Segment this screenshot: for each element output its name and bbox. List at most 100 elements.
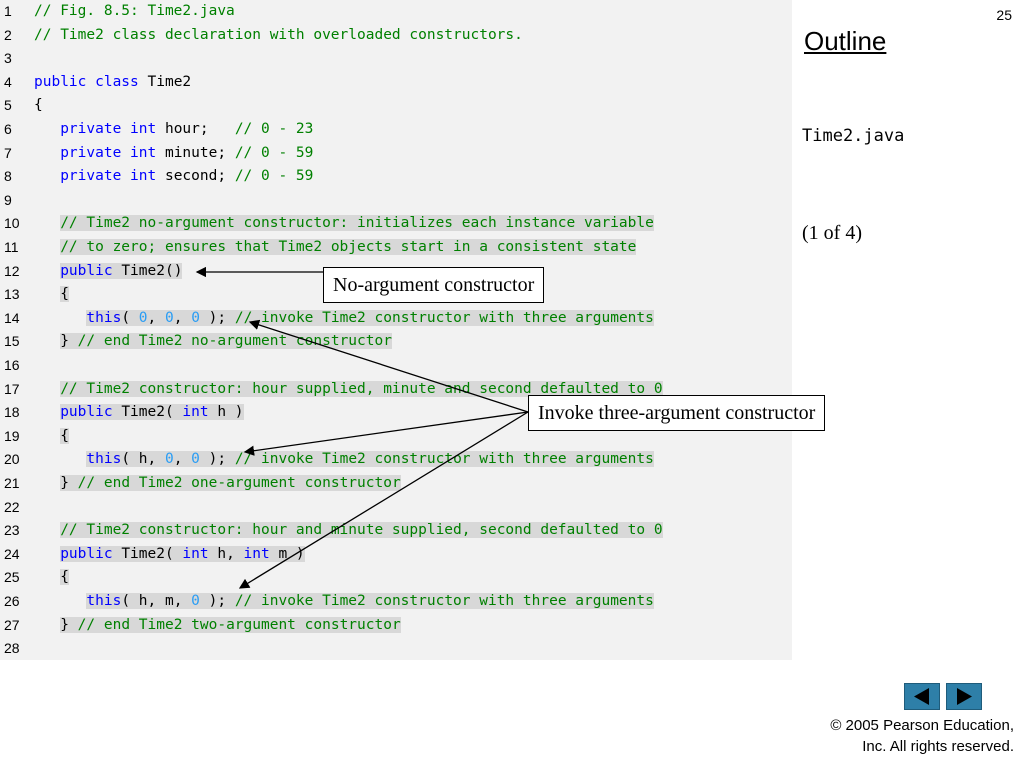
code-token: this — [86, 309, 122, 326]
code-token — [34, 404, 60, 420]
code-text: public Time2() — [34, 260, 183, 283]
code-text: { — [34, 566, 69, 589]
code-token: ); — [199, 451, 235, 468]
line-number: 25 — [4, 569, 20, 586]
code-token: int — [182, 404, 218, 421]
line-number: 16 — [4, 357, 20, 373]
code-token — [34, 381, 60, 397]
code-text: // Time2 class declaration with overload… — [34, 24, 523, 47]
code-text: { — [34, 283, 69, 306]
code-token — [34, 215, 60, 231]
outline-link[interactable]: Outline — [804, 26, 887, 56]
code-text: private int minute; // 0 - 59 — [34, 142, 313, 165]
line-number: 27 — [4, 616, 20, 633]
code-token — [34, 145, 60, 161]
copyright-line-1: © 2005 Pearson Education, — [830, 717, 1014, 734]
code-token — [34, 286, 60, 302]
code-token — [34, 239, 60, 255]
code-token: private int — [60, 168, 165, 185]
code-token: // end Time2 no-argument constructor — [77, 333, 392, 350]
code-text: } // end Time2 one-argument constructor — [34, 472, 401, 495]
code-token — [34, 617, 60, 633]
code-text: this( h, m, 0 ); // invoke Time2 constru… — [34, 590, 654, 613]
code-token: int — [243, 545, 279, 562]
code-token: Time2( — [121, 404, 183, 421]
code-token: // to zero; ensures that Time2 objects s… — [60, 239, 637, 255]
page-indicator: (1 of 4) — [802, 222, 862, 244]
code-token: { — [60, 286, 69, 303]
slide-number: 25 — [996, 7, 1012, 23]
code-token: , — [173, 309, 192, 326]
previous-slide-icon — [914, 688, 929, 705]
code-token: // Time2 class declaration with overload… — [34, 26, 523, 43]
code-text: // Time2 no-argument constructor: initia… — [34, 212, 654, 235]
code-token: // invoke Time2 constructor with three a… — [234, 451, 654, 468]
code-text: this( 0, 0, 0 ); // invoke Time2 constru… — [34, 307, 654, 330]
code-token: hour; — [164, 121, 235, 137]
code-text: } // end Time2 no-argument constructor — [34, 330, 392, 353]
line-number: 15 — [4, 333, 20, 350]
code-token: ); — [199, 593, 235, 609]
code-token: 0 — [191, 309, 200, 326]
code-token: 0 — [191, 593, 200, 609]
next-slide-button[interactable] — [946, 683, 982, 710]
code-token: // Fig. 8.5: Time2.java — [34, 3, 235, 19]
code-token: this — [86, 451, 122, 468]
code-text: public Time2( int h ) — [34, 401, 244, 424]
code-token: public — [60, 404, 122, 421]
next-slide-icon — [957, 688, 972, 705]
code-text: // Time2 constructor: hour and minute su… — [34, 519, 663, 542]
code-token — [34, 428, 60, 444]
code-token: 0 — [191, 451, 200, 468]
code-token: ); — [199, 309, 235, 326]
line-number: 10 — [4, 215, 20, 232]
line-number: 3 — [4, 50, 12, 67]
line-number: 7 — [4, 144, 12, 161]
code-token — [34, 546, 60, 562]
code-token: ( h, — [121, 451, 165, 468]
line-number: 14 — [4, 309, 20, 326]
code-token: second; — [164, 168, 235, 185]
code-token: int — [182, 545, 218, 562]
code-token: // end Time2 two-argument constructor — [77, 616, 401, 633]
code-token: ( h, m, — [121, 593, 192, 609]
code-text: public class Time2 — [34, 71, 191, 94]
code-text: private int hour; // 0 - 23 — [34, 118, 313, 141]
line-number: 11 — [4, 239, 19, 255]
line-number: 21 — [4, 475, 20, 491]
code-token: // 0 - 59 — [234, 144, 314, 161]
code-token: { — [60, 427, 69, 444]
code-token: , — [147, 309, 165, 326]
code-token — [34, 522, 60, 538]
line-number: 18 — [4, 404, 20, 421]
line-number: 22 — [4, 498, 20, 515]
code-token: ( — [121, 309, 139, 326]
line-number: 17 — [4, 380, 20, 397]
file-name: Time2.java — [802, 126, 905, 146]
code-token: public — [60, 262, 122, 279]
code-token: Time2() — [121, 262, 183, 279]
code-token: private int — [60, 121, 165, 137]
line-number: 19 — [4, 427, 20, 444]
code-token: } — [60, 475, 78, 491]
callout-no-argument-constructor: No-argument constructor — [323, 267, 545, 303]
code-token — [34, 475, 60, 491]
code-token: private int — [60, 144, 165, 161]
code-token: // end Time2 one-argument constructor — [77, 475, 401, 491]
code-token: m ) — [278, 545, 305, 562]
code-token: h ) — [217, 404, 244, 421]
line-number: 6 — [4, 121, 12, 137]
code-token — [34, 451, 86, 467]
code-token: 0 — [164, 451, 174, 468]
code-token — [34, 569, 60, 585]
code-token — [34, 168, 60, 184]
line-number: 26 — [4, 593, 20, 609]
code-text: public Time2( int h, int m ) — [34, 543, 305, 566]
code-text: { — [34, 94, 43, 117]
code-token: // invoke Time2 constructor with three a… — [234, 593, 654, 609]
line-number: 28 — [4, 640, 20, 657]
line-number: 12 — [4, 262, 20, 279]
line-number: 8 — [4, 168, 12, 185]
previous-slide-button[interactable] — [904, 683, 940, 710]
code-token — [34, 593, 86, 609]
